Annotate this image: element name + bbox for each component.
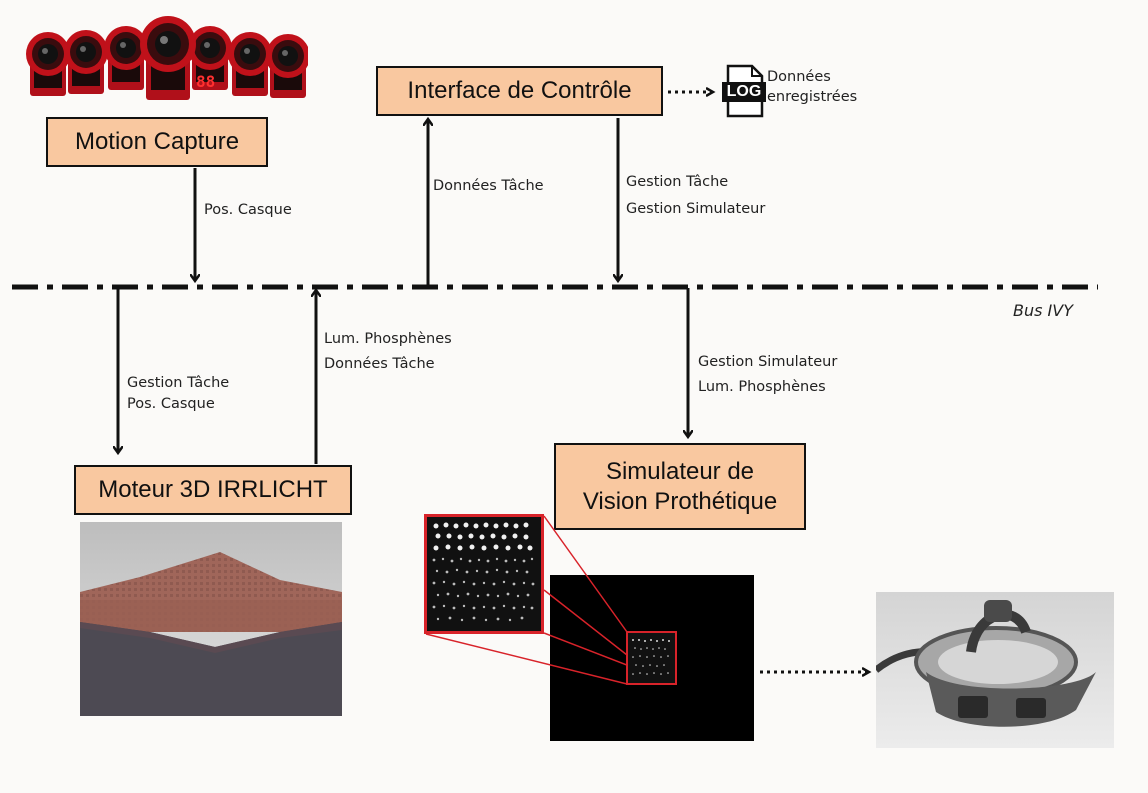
pos-casque-label: Pos. Casque xyxy=(204,202,292,218)
moteur-input-labels: Gestion Tâche Pos. Casque xyxy=(127,373,229,415)
phosphene-zoom-image xyxy=(424,514,544,634)
gestion-tache-left: Gestion Tâche xyxy=(127,375,230,391)
interface-controle-box: Interface de Contrôle xyxy=(376,66,663,116)
simulateur-box: Simulateur de Vision Prothétique xyxy=(554,443,806,530)
donnees-enregistrees-line2: enregistrées xyxy=(767,88,858,105)
bus-ivy-label: Bus IVY xyxy=(1013,301,1073,320)
simulateur-input-labels: Gestion Simulateur Lum. Phosphènes xyxy=(698,352,837,398)
donnees-tache-label: Données Tâche xyxy=(433,178,544,194)
gestion-label-top: Gestion Tâche Gestion Simulateur xyxy=(626,172,765,220)
gestion-simulateur-right: Gestion Simulateur xyxy=(698,354,838,370)
gestion-tache-top: Gestion Tâche xyxy=(626,174,729,190)
camera-icon xyxy=(140,16,196,100)
log-file-icon: LOG xyxy=(722,64,766,118)
pos-casque-left: Pos. Casque xyxy=(127,396,215,413)
motion-capture-box: Motion Capture xyxy=(46,117,268,167)
moteur-3d-label: Moteur 3D IRRLICHT xyxy=(98,476,328,503)
motion-capture-cameras: 88 xyxy=(18,10,310,110)
moteur-output-labels: Lum. Phosphènes Données Tâche xyxy=(324,329,452,375)
motion-capture-label: Motion Capture xyxy=(74,128,240,155)
interface-controle-label: Interface de Contrôle xyxy=(407,77,632,104)
moteur-3d-box: Moteur 3D IRRLICHT xyxy=(74,465,352,515)
3d-scene-image xyxy=(80,522,342,716)
donnees-enregistrees-label: Données enregistrées xyxy=(767,68,857,107)
lum-phosphenes-mid: Lum. Phosphènes xyxy=(324,331,452,347)
simulateur-label-line2: Vision Prothétique xyxy=(582,487,778,515)
donnees-enregistrees-line1: Données xyxy=(767,69,831,85)
donnees-tache-mid: Données Tâche xyxy=(324,356,435,373)
simulateur-label-line1: Simulateur de xyxy=(605,457,755,485)
vr-headset-icon xyxy=(873,592,1114,748)
lum-phosphenes-right: Lum. Phosphènes xyxy=(698,379,826,396)
camera-display: 88 xyxy=(196,72,216,91)
log-icon-text: LOG xyxy=(726,83,762,100)
gestion-simulateur-top: Gestion Simulateur xyxy=(626,201,766,218)
